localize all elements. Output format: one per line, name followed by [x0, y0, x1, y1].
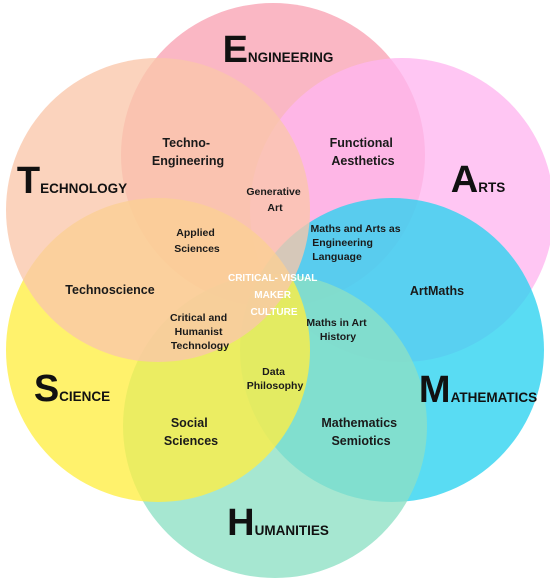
label-technology: TECHNOLOGY	[17, 160, 127, 202]
label-mathematics: MATHEMATICS	[419, 369, 537, 411]
overlap-generative-art: Generative Art	[246, 186, 303, 214]
overlap-data-philosophy: Data Philosophy	[247, 366, 304, 392]
overlap-maths-arts-language: Maths and Arts as Engineering Language	[311, 223, 404, 263]
circle-technology	[6, 58, 310, 362]
overlap-social-sciences: Social Sciences	[164, 416, 218, 448]
label-arts: ARTS	[451, 159, 505, 201]
overlap-techno-engineering: Techno- Engineering	[152, 136, 224, 168]
overlap-technoscience: Technoscience	[65, 283, 154, 297]
center-label: CRITICAL- VISUAL MAKER CULTURE	[228, 273, 320, 318]
label-engineering: ENGINEERING	[223, 29, 334, 71]
domain-labels: ENGINEERING ARTS MATHEMATICS HUMANITIES …	[17, 29, 537, 544]
overlap-maths-art-history: Maths in Art History	[306, 317, 369, 343]
overlap-labels: Techno- Engineering Functional Aesthetic…	[65, 136, 464, 448]
overlap-applied-sciences: Applied Sciences	[174, 227, 220, 255]
overlap-functional-aesthetics: Functional Aesthetics	[330, 136, 397, 168]
overlap-mathematics-semiotics: Mathematics Semiotics	[321, 416, 400, 448]
label-science: SCIENCE	[34, 368, 110, 410]
overlap-critical-humanist: Critical and Humanist Technology	[170, 312, 230, 352]
label-humanities: HUMANITIES	[227, 502, 329, 544]
domain-circles	[6, 3, 550, 578]
overlap-artmaths: ArtMaths	[410, 284, 464, 298]
